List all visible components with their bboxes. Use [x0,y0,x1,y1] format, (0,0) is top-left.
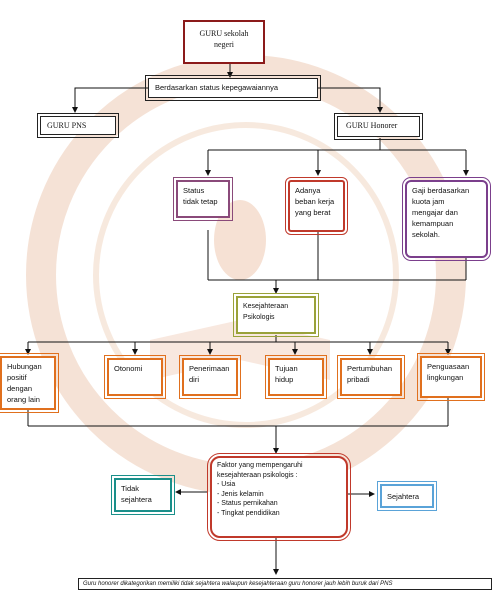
civil-servant-teacher-node: GURU PNS [37,113,119,138]
dimension-positive-relations: Hubungan positif dengan orang lain [0,353,59,413]
cause-salary-basis: Gaji berdasarkan kuota jam mengajar dan … [402,177,491,261]
prosperous-outcome: Sejahtera [377,481,437,511]
influencing-factors-node: Faktor yang mempengaruhi kesejahteraan p… [207,453,351,541]
root-teacher-node: GURU sekolah negeri [183,20,265,64]
dimension-environmental-mastery: Penguasaan lingkungan [417,353,485,401]
not-prosperous-outcome: Tidak sejahtera [111,475,175,515]
dimension-personal-growth: Pertumbuhan pribadi [337,355,405,399]
dimension-self-acceptance: Penerimaan diri [179,355,241,399]
cause-non-permanent-status: Status tidak tetap [173,177,233,221]
cause-heavy-workload: Adanya beban kerja yang berat [285,177,348,235]
dimension-autonomy: Otonomi [104,355,166,399]
employment-status-category: Berdasarkan status kepegawaiannya [145,75,321,101]
honorary-teacher-node: GURU Honorer [334,113,423,140]
psychological-wellbeing-node: Kesejahteraan Psikologis [233,293,319,337]
dimension-purpose-in-life: Tujuan hidup [265,355,327,399]
bottom-conclusion-note: Guru honorer dikategorikan memiliki tida… [78,578,492,590]
